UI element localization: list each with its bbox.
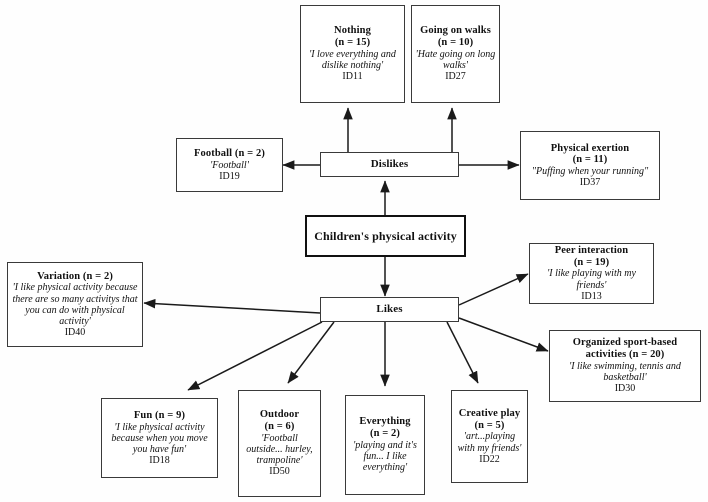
node-physical-exertion-id: ID37	[579, 177, 601, 189]
node-going-on-walks[interactable]: Going on walks (n = 10) 'Hate going on l…	[411, 5, 500, 103]
node-peer-interaction[interactable]: Peer interaction (n = 19) 'I like playin…	[529, 243, 654, 304]
node-physical-exertion-quote: "Puffing when your running"	[531, 166, 649, 178]
root-node-label: Children's physical activity	[314, 228, 457, 243]
node-variation-title: Variation (n = 2)	[37, 270, 113, 282]
node-peer-interaction-title: Peer interaction	[554, 244, 629, 256]
node-creative-play[interactable]: Creative play (n = 5) 'art...playing wit…	[451, 390, 528, 483]
edge-likes-to-variation	[143, 298, 321, 314]
node-football[interactable]: Football (n = 2) 'Football' ID19	[176, 138, 283, 192]
node-creative-play-id: ID22	[479, 453, 500, 465]
edge-likes-to-peer-interaction	[458, 273, 529, 306]
node-creative-play-count: (n = 5)	[474, 419, 505, 431]
node-outdoor[interactable]: Outdoor (n = 6) 'Football outside... hur…	[238, 390, 321, 497]
root-node-childrens-physical-activity[interactable]: Children's physical activity	[305, 215, 466, 257]
node-football-id: ID19	[219, 170, 240, 182]
branch-likes-label: Likes	[376, 303, 403, 316]
node-organized-sport-quote: 'I like swimming, tennis and basketball'	[569, 360, 681, 384]
node-going-on-walks-count: (n = 10)	[437, 37, 474, 49]
node-organized-sport-title: Organized sport-based activities (n = 20…	[572, 337, 678, 361]
node-peer-interaction-count: (n = 19)	[573, 256, 610, 268]
node-fun-quote: 'I like physical activity because when y…	[111, 421, 208, 455]
node-peer-interaction-id: ID13	[581, 290, 602, 302]
node-creative-play-quote: 'art...playing with my friends'	[457, 431, 522, 454]
node-everything-quote: 'playing and it's fun... I like everythi…	[353, 439, 417, 474]
node-physical-exertion[interactable]: Physical exertion (n = 11) "Puffing when…	[520, 131, 660, 200]
node-fun[interactable]: Fun (n = 9) 'I like physical activity be…	[101, 398, 218, 478]
node-nothing-title: Nothing	[334, 25, 371, 37]
node-fun-id: ID18	[149, 455, 170, 467]
node-nothing-quote: 'I love everything and dislike nothing'	[309, 48, 396, 72]
node-outdoor-count: (n = 6)	[264, 421, 295, 433]
node-nothing-count: (n = 15)	[334, 37, 371, 49]
edge-likes-to-creative-play	[446, 321, 479, 384]
edge-likes-to-organized-sport	[458, 317, 549, 352]
node-outdoor-quote: 'Football outside... hurley, trampoline'	[246, 432, 313, 467]
node-nothing-id: ID11	[342, 71, 363, 83]
node-going-on-walks-id: ID27	[445, 71, 466, 83]
branch-likes[interactable]: Likes	[320, 297, 459, 322]
edge-likes-to-outdoor	[287, 321, 335, 384]
node-peer-interaction-quote: 'I like playing with my friends'	[547, 268, 636, 291]
node-variation[interactable]: Variation (n = 2) 'I like physical activ…	[7, 262, 143, 347]
node-physical-exertion-count: (n = 11)	[572, 154, 608, 166]
node-organized-sport-based-activities[interactable]: Organized sport-based activities (n = 20…	[549, 330, 701, 402]
node-fun-title: Fun (n = 9)	[133, 409, 186, 421]
node-everything-count: (n = 2)	[369, 428, 401, 440]
node-variation-quote: 'I like physical activity because there …	[12, 282, 138, 327]
node-organized-sport-id: ID30	[614, 383, 636, 395]
branch-dislikes-label: Dislikes	[370, 158, 409, 171]
node-football-title: Football (n = 2)	[194, 147, 265, 159]
node-creative-play-title: Creative play	[458, 407, 521, 419]
edge-likes-to-fun	[187, 321, 323, 391]
node-going-on-walks-title: Going on walks	[420, 25, 491, 37]
node-nothing[interactable]: Nothing (n = 15) 'I love everything and …	[300, 5, 405, 103]
branch-dislikes[interactable]: Dislikes	[320, 152, 459, 177]
node-variation-id: ID40	[64, 327, 86, 339]
node-outdoor-title: Outdoor	[259, 409, 300, 421]
node-physical-exertion-title: Physical exertion	[550, 142, 630, 154]
node-everything-title: Everything	[359, 416, 411, 428]
node-everything[interactable]: Everything (n = 2) 'playing and it's fun…	[345, 395, 425, 495]
node-football-quote: 'Football'	[210, 159, 249, 171]
node-outdoor-id: ID50	[269, 466, 290, 478]
node-going-on-walks-quote: 'Hate going on long walks'	[415, 48, 496, 72]
